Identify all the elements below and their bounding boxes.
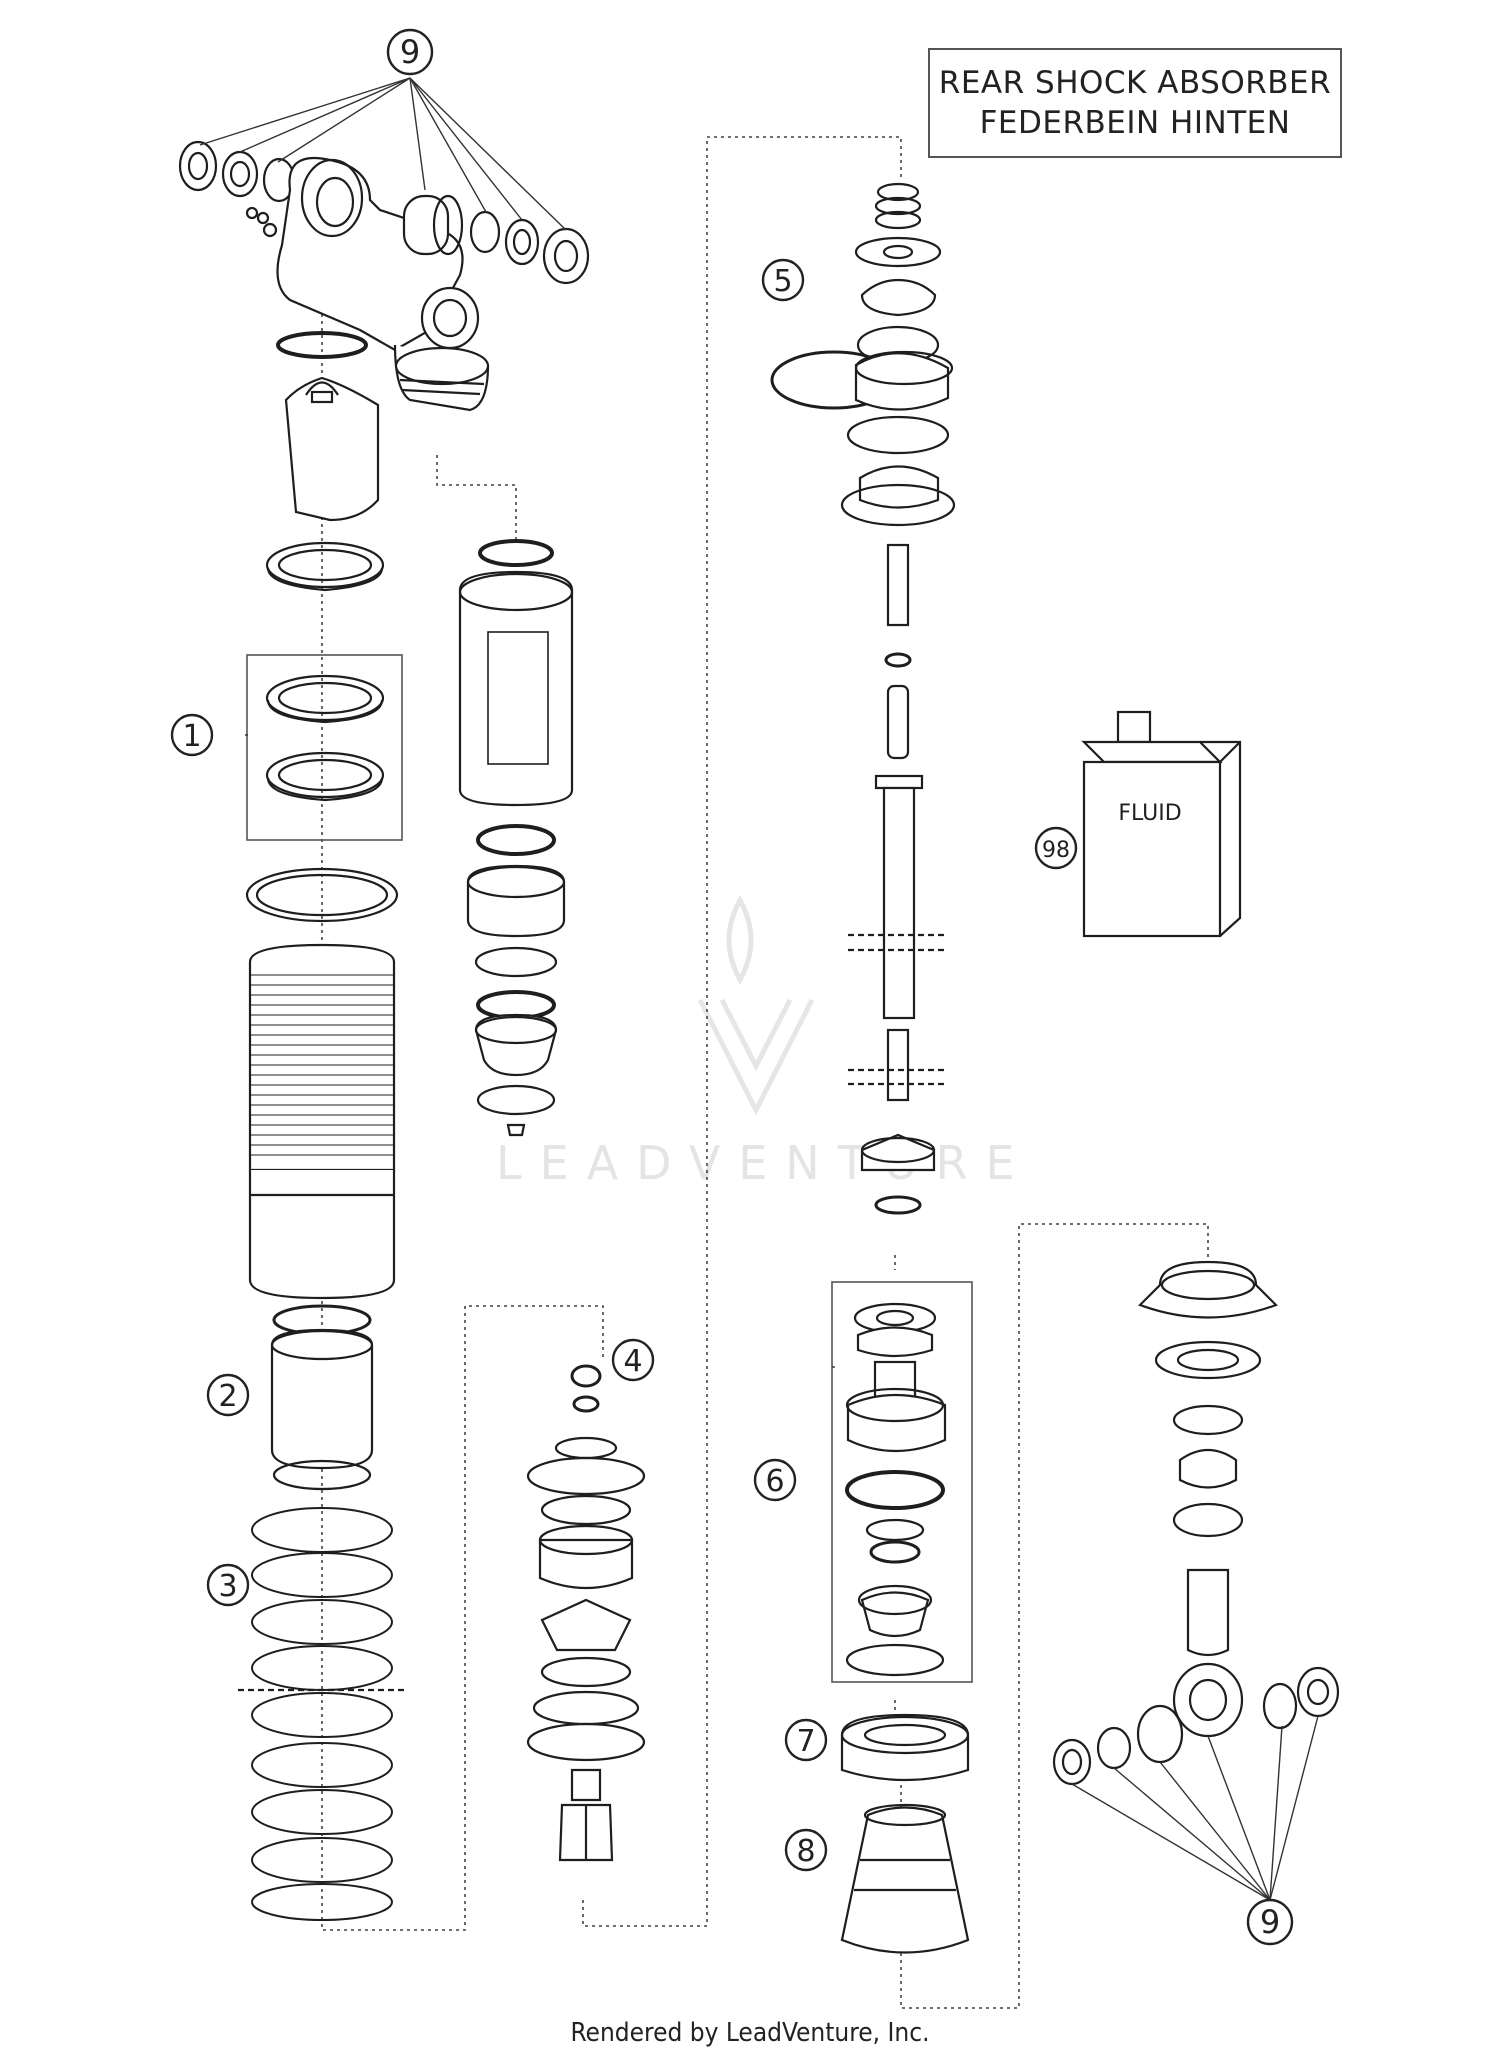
piston-valve-stack [526, 1364, 646, 1862]
svg-text:4: 4 [623, 1344, 642, 1379]
svg-text:7: 7 [796, 1724, 815, 1759]
callout-leaders [199, 77, 1319, 1901]
reservoir-parts [458, 539, 574, 1137]
title-german: FEDERBEIN HINTEN [979, 105, 1291, 141]
fluid-container [1081, 710, 1242, 938]
svg-text:6: 6 [765, 1464, 784, 1499]
callout-4: 4 [611, 1338, 655, 1382]
callout-2: 2 [206, 1373, 250, 1417]
connector-lines [321, 136, 1209, 2009]
svg-text:8: 8 [796, 1834, 815, 1869]
svg-text:9: 9 [1260, 1903, 1280, 1941]
svg-text:5: 5 [773, 264, 792, 299]
callout-1: 1 [170, 713, 214, 757]
piston-rod-column [770, 182, 956, 1215]
footer-credit: Rendered by LeadVenture, Inc. [570, 2018, 930, 2048]
bump-stop-parts [840, 1713, 970, 1954]
callout-8: 8 [784, 1828, 828, 1872]
callout-5: 5 [761, 258, 805, 302]
fluid-label: FLUID [1118, 801, 1181, 826]
svg-text:9: 9 [400, 33, 420, 71]
svg-text:3: 3 [218, 1569, 237, 1604]
callout-9-top: 9 [386, 28, 434, 76]
left-column-parts [238, 331, 406, 1921]
callout-9-bottom: 9 [1246, 1898, 1294, 1946]
svg-text:1: 1 [182, 719, 201, 754]
callout-7: 7 [784, 1718, 828, 1762]
watermark-logo [697, 894, 815, 1116]
title-english: REAR SHOCK ABSORBER [938, 65, 1332, 101]
diagram-title: REAR SHOCK ABSORBER FEDERBEIN HINTEN [928, 48, 1342, 158]
upper-eye-mount [178, 140, 590, 412]
svg-text:98: 98 [1042, 838, 1070, 863]
callout-98: 98 [1034, 826, 1078, 870]
callout-6: 6 [753, 1458, 797, 1502]
callout-3: 3 [206, 1563, 250, 1607]
svg-text:2: 2 [218, 1379, 237, 1414]
seal-head-kit [831, 1281, 973, 1683]
lower-eye-mount [1052, 1260, 1340, 1786]
